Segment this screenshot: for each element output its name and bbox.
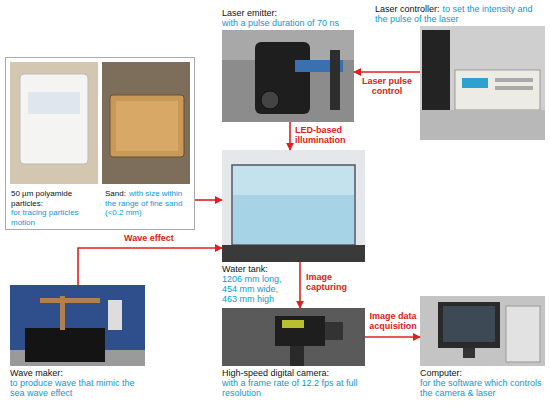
connector-arrow — [299, 262, 301, 308]
camera-lens — [325, 322, 343, 340]
photo-ground — [222, 308, 365, 366]
caption-block: Computer:for the software which controls… — [420, 368, 545, 398]
caption-block: Sand:with size within the range of fine … — [105, 189, 193, 218]
camera-tripod — [290, 346, 304, 366]
tank-glass — [232, 165, 355, 245]
node-description: for the software which controls the came… — [420, 378, 545, 398]
node-description: for tracing particles motion — [11, 208, 99, 227]
laser-lens — [261, 91, 279, 109]
controller-vent — [495, 78, 533, 82]
photo-node: Laser controller:to set the intensity an… — [420, 26, 545, 140]
connector-arrow — [195, 199, 222, 201]
caption-block: High-speed digital camera:with a frame r… — [222, 368, 367, 398]
particle-container — [20, 74, 88, 164]
laser-head — [255, 42, 310, 114]
monitor-stand — [463, 348, 475, 358]
node-heading: Computer: — [420, 368, 545, 378]
connector-arrow — [365, 336, 420, 338]
photo-ground — [10, 62, 98, 184]
tank-table — [222, 245, 365, 262]
edge-label: Image data acquisition — [366, 311, 420, 331]
edge-label: Image capturing — [306, 272, 364, 292]
sand-tray — [110, 95, 184, 157]
wave-maker-photo — [10, 285, 145, 366]
edge-label: Wave effect — [124, 233, 200, 243]
controller-display — [462, 78, 488, 88]
photo-desk — [420, 110, 545, 140]
photo-node: Water tank:1206 mm long, 454 mm wide, 46… — [222, 150, 365, 262]
photo-node: Wave maker:to produce wave that mimic th… — [10, 285, 145, 366]
water-tank-photo — [222, 150, 365, 262]
laser-controller-photo — [420, 26, 545, 140]
photo-ground — [222, 150, 365, 262]
wave-paddle-arm — [40, 298, 100, 303]
node-heading: Wave maker: — [10, 368, 145, 378]
caption-block: Wave maker:to produce wave that mimic th… — [10, 368, 145, 398]
monitor-shape — [422, 30, 450, 122]
wave-paddle — [108, 300, 122, 330]
container-label — [28, 92, 80, 114]
caption-block: Water tank:1206 mm long, 454 mm wide, 46… — [222, 264, 292, 304]
photo-ground — [10, 285, 145, 366]
node-heading: Laser emitter: — [222, 8, 372, 18]
node-heading: Laser controller: — [375, 4, 440, 14]
node-description: to produce wave that mimic the sea wave … — [10, 378, 145, 398]
photo-node: Computer:for the software which controls… — [420, 296, 545, 366]
connector-arrow — [354, 71, 420, 73]
laser-stand — [330, 50, 340, 110]
sand-water — [116, 101, 178, 151]
photo-node: High-speed digital camera:with a frame r… — [222, 308, 365, 366]
node-heading: 50 µm polyamide particles: — [11, 189, 99, 208]
photo-ground — [420, 296, 545, 366]
computer-tower — [506, 306, 540, 362]
wave-motor-blocks — [25, 328, 105, 362]
photo-ground — [222, 30, 354, 122]
caption-block: Laser controller:to set the intensity an… — [375, 4, 545, 24]
caption-block: 50 µm polyamide particles:for tracing pa… — [11, 189, 99, 227]
photo-node: Laser emitter:with a pulse duration of 7… — [222, 30, 354, 122]
edge-label: Laser pulse control — [355, 76, 419, 96]
node-heading: Water tank: — [222, 264, 292, 274]
node-description: 1206 mm long, 454 mm wide, 463 mm high — [222, 274, 292, 304]
node-description: with a frame rate of 12.2 fps at full re… — [222, 378, 367, 398]
photo-ground — [420, 26, 545, 140]
caption-block: Laser emitter:with a pulse duration of 7… — [222, 8, 372, 28]
camera-label — [282, 320, 304, 328]
connector-arrow — [289, 122, 291, 150]
tank-water — [233, 195, 354, 244]
sand-photo — [102, 62, 190, 184]
node-heading: Sand: — [105, 189, 126, 198]
computer-photo — [420, 296, 545, 366]
controller-box — [455, 70, 540, 110]
edge-label: LED-based illumination — [295, 125, 363, 145]
computer-monitor — [438, 302, 500, 348]
camera-photo — [222, 308, 365, 366]
controller-vent — [495, 86, 533, 90]
photo-node: 50 µm polyamide particles:for tracing pa… — [5, 57, 195, 230]
node-description: with a pulse duration of 70 ns — [222, 18, 372, 28]
particles-photo — [10, 62, 98, 184]
node-heading: High-speed digital camera: — [222, 368, 367, 378]
connector-arrow — [78, 248, 222, 285]
camera-body — [275, 316, 325, 346]
laser-emitter-photo — [222, 30, 354, 122]
photo-ground — [102, 62, 190, 184]
computer-screen — [443, 306, 495, 342]
